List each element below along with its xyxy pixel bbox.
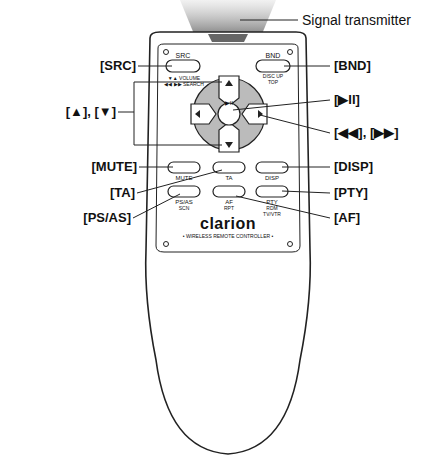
button-text: AF	[225, 199, 233, 205]
callout-text: [DISP]	[334, 160, 373, 173]
brand-logo: clarion	[200, 216, 256, 232]
button-text: BND	[266, 52, 281, 59]
callout-text: [AF]	[334, 211, 360, 224]
button-text: ▶II	[225, 100, 233, 106]
button-text: MUTE	[176, 175, 193, 181]
brand-subtitle: • WIRELESS REMOTE CONTROLLER •	[183, 234, 273, 239]
callout-text: [▶II]	[334, 93, 360, 106]
callout-text: [SRC]	[100, 59, 136, 72]
callout-text: [▲], [▼]	[66, 105, 116, 118]
button-text: TA	[225, 175, 232, 181]
callout-text: [◀◀], [▶▶]	[334, 126, 399, 139]
button-text: SRC	[176, 52, 191, 59]
callout-text: Signal transmitter	[302, 13, 411, 27]
button-text: ▼▲ VOLUME	[168, 76, 200, 81]
button-text: RPT	[224, 206, 234, 211]
callout-text: [BND]	[334, 59, 371, 72]
callout-text: [PTY]	[334, 186, 368, 199]
button-text: TOP	[268, 80, 278, 85]
button-text: PTY	[266, 199, 278, 205]
button-text: ◀◀ ▶▶ SEARCH	[164, 82, 204, 87]
button-text: DISC UP	[263, 74, 283, 79]
callout-text: [MUTE]	[92, 160, 138, 173]
button-text: DISP	[265, 175, 279, 181]
button-text: RDM	[266, 206, 277, 211]
button-text: TV/VTR	[263, 212, 281, 217]
button-text: PS/AS	[175, 199, 193, 205]
callout-text: [TA]	[110, 186, 135, 199]
callout-text: [PS/AS]	[83, 211, 131, 224]
button-text: SCN	[179, 206, 190, 211]
